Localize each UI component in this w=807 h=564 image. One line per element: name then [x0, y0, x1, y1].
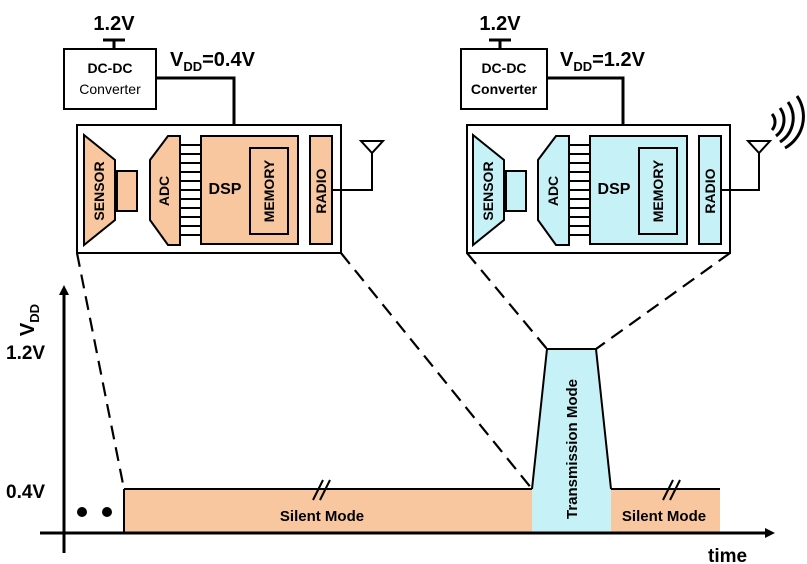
antenna-icon: [358, 140, 386, 155]
left-system: 1.2V DC-DC Converter VDD=0.4V SENSOR ADC…: [63, 13, 386, 254]
silent-mode-label-2: Silent Mode: [622, 508, 706, 525]
ground-symbol-icon: [103, 38, 125, 49]
left-converter-line2: Converter: [79, 81, 141, 97]
break-mark-2: [662, 479, 681, 501]
left-radio-label: RADIO: [313, 168, 329, 213]
transmission-mode-label: Transmission Mode: [564, 379, 581, 519]
right-memory-label: MEMORY: [650, 159, 666, 222]
left-converter-line1: DC-DC: [87, 60, 132, 76]
silent-mode-region-1: [124, 489, 534, 533]
left-dsp-label: DSP: [209, 181, 242, 198]
right-converter-line1: DC-DC: [481, 60, 526, 76]
break-mark-1: [312, 479, 331, 501]
y-axis-label: VDD: [17, 304, 42, 336]
y-tick-low: 0.4V: [6, 482, 45, 503]
transmission-mode-region: [532, 349, 611, 533]
left-sensor-block: [83, 132, 116, 248]
right-sensor-block: [472, 132, 505, 248]
timing-diagram: Silent Mode Silent Mode Transmission Mod…: [6, 285, 775, 564]
left-sensor-label: SENSOR: [91, 161, 107, 220]
wireless-signal-icon: [770, 95, 805, 150]
right-dsp-label: DSP: [598, 181, 631, 198]
right-converter-line2: Converter: [471, 81, 538, 97]
ellipsis-dot-1: [77, 507, 87, 517]
right-adc-bus: [569, 144, 590, 236]
left-adc-label: ADC: [156, 176, 172, 206]
zoom-lines: [75, 252, 731, 490]
left-sensor-connector: [116, 170, 138, 212]
left-adc-bus: [180, 144, 201, 236]
right-sensor-connector: [505, 170, 527, 212]
left-vdd-label: VDD=0.4V: [170, 49, 256, 74]
antenna-icon: [745, 140, 773, 155]
left-memory-block: [249, 147, 289, 235]
right-sensor-label: SENSOR: [480, 161, 496, 220]
left-supply-voltage: 1.2V: [93, 13, 135, 35]
right-dcdc-converter: [460, 48, 548, 110]
ellipsis-dot-2: [102, 507, 112, 517]
silent-mode-label-1: Silent Mode: [280, 508, 364, 525]
left-memory-label: MEMORY: [261, 159, 277, 222]
right-adc-label: ADC: [545, 176, 561, 206]
right-memory-block: [638, 147, 678, 235]
right-vdd-label: VDD=1.2V: [560, 49, 646, 74]
right-supply-voltage: 1.2V: [479, 13, 521, 35]
x-axis-label: time: [708, 546, 747, 564]
right-radio-label: RADIO: [702, 168, 718, 213]
left-dcdc-converter: [63, 48, 157, 110]
ground-symbol-icon: [489, 38, 511, 49]
right-adc-block: [537, 135, 570, 246]
y-tick-high: 1.2V: [6, 343, 45, 364]
right-system: 1.2V DC-DC Converter VDD=1.2V SENSOR ADC…: [460, 13, 805, 254]
left-adc-block: [149, 135, 181, 246]
